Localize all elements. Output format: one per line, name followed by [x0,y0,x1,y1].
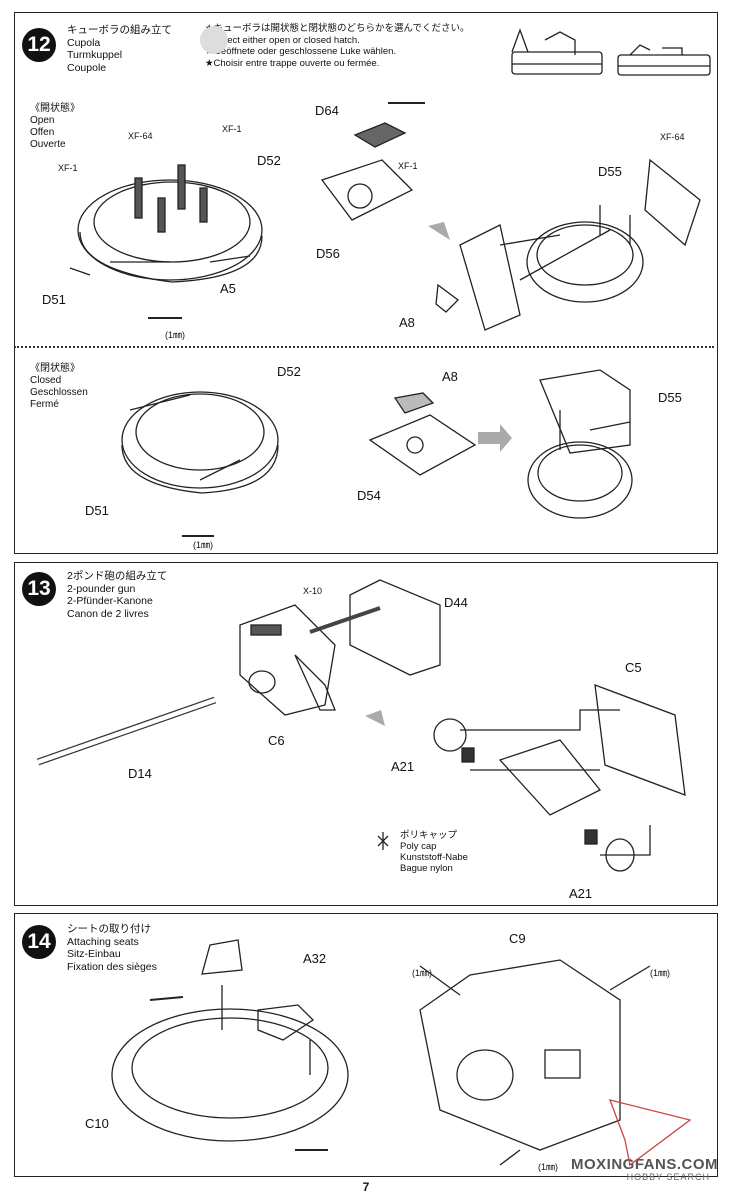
note-jp: ★キューボラは開状態と閉状態のどちらかを選んでください。 [205,23,470,34]
label-c10: C10 [85,1116,109,1131]
note-star-shade [200,26,228,54]
watermark: MOXINGFANS.COM [570,1156,718,1173]
page-number: 7 [362,1180,370,1194]
drill-icon [149,996,184,1001]
label-xf1: XF-1 [58,163,78,173]
title-fr: Coupole [67,61,107,74]
label-1mm: (1㎜) [412,968,432,978]
label-a21: A21 [391,759,415,774]
label-c9: C9 [509,931,526,946]
label-d51: D51 [42,292,66,307]
label-d14: D14 [128,766,152,781]
label-1mm: (1㎜) [193,540,213,550]
label-a21: A21 [569,886,593,901]
title-de: 2-Pfünder-Kanone [67,595,153,607]
title-jp: キューボラの組み立て [67,24,172,36]
step-14-number: 14 [22,925,56,959]
closed-en: Closed [30,375,62,386]
label-d44: D44 [444,595,468,610]
assembly-arrow [365,710,385,726]
title-fr: Fixation des sièges [67,960,157,973]
title-jp: 2ポンド砲の組み立て [67,570,168,582]
open-heading: 《開状態》 Open Offen Ouverte [30,103,80,151]
open-fr: Ouverte [30,139,66,150]
polycap-de: Kunststoff-Nabe [400,852,468,863]
label-d55: D55 [598,164,622,179]
open-en: Open [30,115,55,126]
note-en: ★Select either open or closed hatch. [205,34,360,46]
step-12-title: キューボラの組み立て Cupola Turmkuppel Coupole [67,24,172,74]
title-de: Turmkuppel [67,49,123,61]
label-a5: A5 [220,281,236,296]
step-14-panel [14,913,718,1177]
polycap-icon [377,832,389,850]
label-c6: C6 [268,733,285,748]
hatch-parts-closed [368,392,477,476]
polycap-jp: ポリキャップ [400,830,458,841]
label-d56: D56 [316,246,340,261]
assembly-arrow [478,424,512,452]
step-13-title: 2ポンド砲の組み立て 2-pounder gun 2-Pfünder-Kanon… [67,570,167,620]
title-de: Sitz-Einbau [67,948,121,960]
label-d52: D52 [257,153,281,168]
polycap-note: ポリキャップ Poly cap Kunststoff-Nabe Bague ny… [400,830,468,874]
title-en: 2-pounder gun [67,582,136,595]
label-xf64: XF-64 [660,132,685,142]
watermark-sub: HOBBY SEARCH [626,1172,710,1182]
label-d52: D52 [277,364,301,379]
hatch-parts-open [320,102,425,221]
closed-fr: Fermé [30,399,59,410]
seat-ring-c10 [111,939,349,1142]
gun-barrel-fill [37,697,216,765]
gun-mount-assembly [433,684,686,872]
label-1mm: (1㎜) [650,968,670,978]
open-jp: 《開状態》 [30,103,80,114]
open-de: Offen [30,127,55,138]
title-fr: Canon de 2 livres [67,607,149,620]
label-d51: D51 [85,503,109,518]
title-en: Attaching seats [67,935,139,948]
label-d64: D64 [315,103,339,118]
gun-mantlet [239,604,336,716]
watermark-plane-icon [608,1099,692,1167]
note-de: ★Geöffnete oder geschlossene Luke wählen… [205,46,397,57]
hatch-notes: ★キューボラは開状態と閉状態のどちらかを選んでください。 ★Select eit… [205,23,470,69]
turret-floor-c9 [419,959,651,1166]
closed-heading: 《閉状態》 Closed Geschlossen Fermé [30,363,88,411]
label-c5: C5 [625,660,642,675]
polycap-fr: Bague nylon [400,863,453,874]
hatch-preview-open [511,28,603,75]
label-d54: D54 [357,488,381,503]
step-12-number: 12 [22,28,56,62]
label-a8: A8 [399,315,415,330]
title-en: Cupola [67,36,101,49]
closed-jp: 《閉状態》 [30,363,80,374]
note-fr: ★Choisir entre trappe ouverte ou fermée. [205,57,380,69]
label-xf1: XF-1 [222,124,242,134]
label-xf64: XF-64 [128,131,153,141]
label-xf1: XF-1 [398,161,418,171]
label-a32: A32 [303,951,327,966]
label-d55: D55 [658,390,682,405]
title-jp: シートの取り付け [67,923,151,935]
label-1mm: (1㎜) [538,1162,558,1172]
closed-de: Geschlossen [30,387,88,398]
polycap-en: Poly cap [400,841,437,852]
label-x10: X-10 [303,586,323,596]
cupola-assembly-closed [527,369,633,519]
step-13-number: 13 [22,572,56,606]
assembly-arrow [428,222,450,240]
open-closed-divider [14,346,714,348]
hatch-preview-closed [617,44,711,76]
step-14-title: シートの取り付け Attaching seats Sitz-Einbau Fix… [67,923,157,973]
label-1mm: (1㎜) [165,330,185,340]
label-a8: A8 [442,369,458,384]
cupola-assembly-open [435,158,701,331]
cupola-ring-closed [121,391,279,537]
gun-cradle [309,579,441,676]
cupola-ring-open [69,164,263,319]
